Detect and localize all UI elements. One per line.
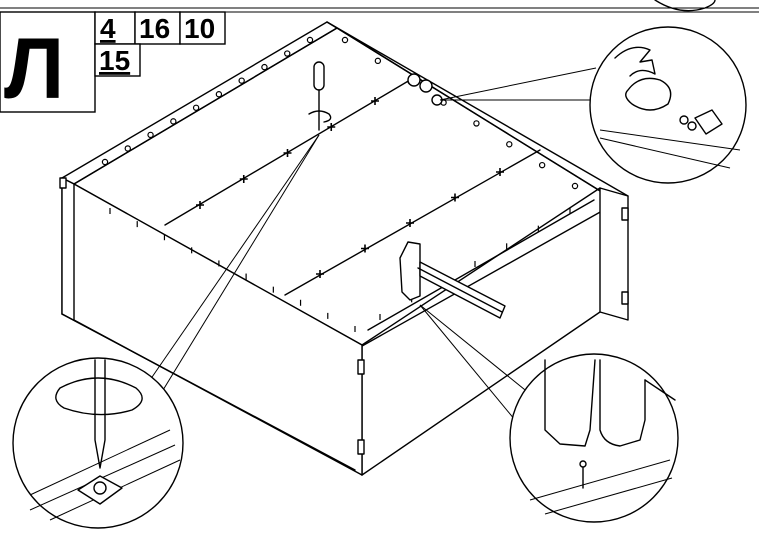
part-numbers: 4 16 10 15 bbox=[94, 11, 226, 77]
fastener-marks bbox=[101, 36, 579, 332]
screw-hole-mark bbox=[215, 91, 223, 98]
top-rule bbox=[0, 0, 759, 13]
fastener-cross bbox=[316, 270, 324, 278]
fastener-cross bbox=[327, 123, 336, 131]
fastener-cross bbox=[406, 219, 414, 227]
fastener-cross bbox=[239, 175, 248, 183]
drawer-box bbox=[59, 21, 629, 476]
screw-hole-mark bbox=[341, 36, 349, 44]
screw-detail-callout bbox=[12, 357, 184, 529]
screw-hole-mark bbox=[306, 36, 314, 44]
screwdriver-icon bbox=[308, 61, 332, 131]
screw-hole-mark bbox=[473, 120, 480, 127]
screw-hole-mark bbox=[538, 161, 546, 169]
screw-hole-mark bbox=[506, 141, 513, 148]
screw-hole-mark bbox=[192, 104, 200, 111]
part-number-16: 16 bbox=[139, 13, 170, 44]
screw-hole-mark bbox=[374, 57, 382, 65]
fastener-cross bbox=[371, 97, 379, 105]
eccentric-fasteners bbox=[407, 73, 443, 106]
nail-detail-callout bbox=[509, 353, 679, 523]
hammer-icon bbox=[399, 241, 506, 319]
screw-hole-mark bbox=[101, 158, 109, 166]
part-number-4: 4 bbox=[100, 13, 116, 44]
fastener-cross bbox=[361, 244, 369, 253]
screw-hole-mark bbox=[238, 77, 245, 84]
fastener-cross bbox=[196, 201, 204, 209]
fastener-cross bbox=[496, 168, 504, 176]
screw-hole-mark bbox=[571, 182, 579, 190]
callout-leaders bbox=[149, 67, 597, 421]
step-letter: Л bbox=[4, 21, 64, 117]
screw-hole-mark bbox=[284, 50, 291, 57]
fastener-cross bbox=[451, 193, 459, 202]
screw-hole-mark bbox=[261, 63, 268, 71]
screw-hole-mark bbox=[147, 131, 154, 139]
part-number-10: 10 bbox=[184, 13, 215, 44]
fastener-cross bbox=[283, 149, 292, 157]
screw-hole-mark bbox=[170, 118, 177, 125]
part-number-15: 15 bbox=[99, 45, 130, 76]
step-label: Л bbox=[0, 11, 96, 117]
lock-detail-callout bbox=[589, 26, 747, 184]
screw-hole-mark bbox=[124, 145, 131, 152]
